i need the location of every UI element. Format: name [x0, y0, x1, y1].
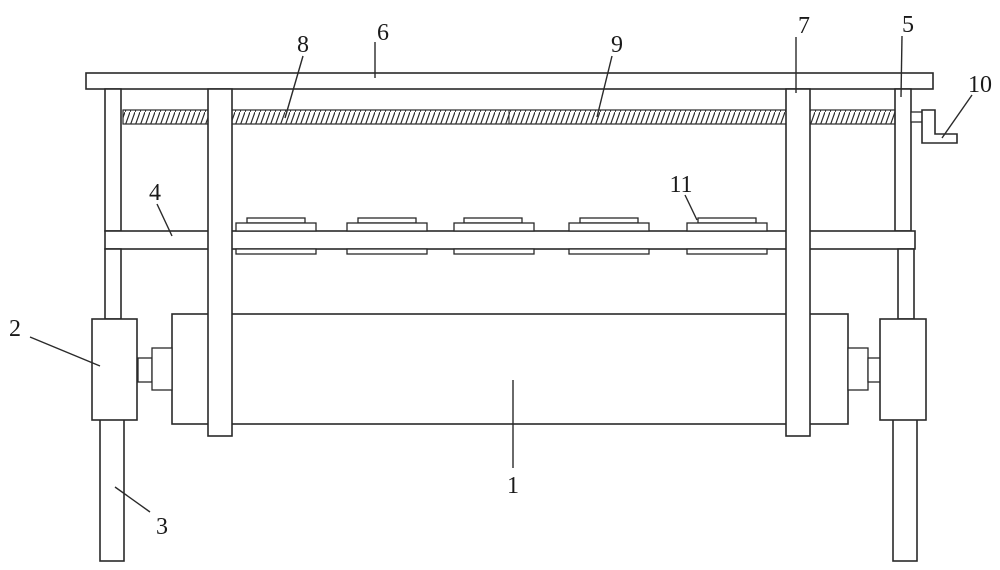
leader-lines — [30, 36, 972, 512]
label-bearing-block: 2 — [9, 316, 21, 342]
left-leg — [100, 418, 124, 561]
roller — [172, 314, 848, 424]
label-crank-handle: 10 — [968, 72, 992, 98]
label-thread-right: 9 — [611, 32, 623, 58]
label-thread-left: 8 — [297, 32, 309, 58]
right-frame-arm — [898, 249, 914, 319]
label-roller: 1 — [507, 473, 519, 499]
right-slider-post — [786, 89, 810, 436]
label-cross-frame: 4 — [149, 180, 161, 206]
left-bearing-block — [92, 319, 137, 420]
left-top-post — [105, 89, 121, 231]
right-shaft — [848, 348, 868, 390]
right-bearing-block — [880, 319, 926, 420]
left-shaft — [152, 348, 172, 390]
left-slider-post — [208, 89, 232, 436]
top-plate — [86, 73, 933, 89]
left-shaft-step — [138, 358, 152, 382]
left-frame-arm — [105, 249, 121, 319]
crank-handle — [922, 110, 957, 143]
label-leg: 3 — [156, 514, 168, 540]
label-support-post: 5 — [902, 12, 914, 38]
right-leg — [893, 418, 917, 561]
label-top-plate: 6 — [377, 20, 389, 46]
support-post-right — [895, 89, 911, 231]
label-pressing-block: 11 — [669, 172, 692, 198]
label-slider-post: 7 — [798, 13, 810, 39]
